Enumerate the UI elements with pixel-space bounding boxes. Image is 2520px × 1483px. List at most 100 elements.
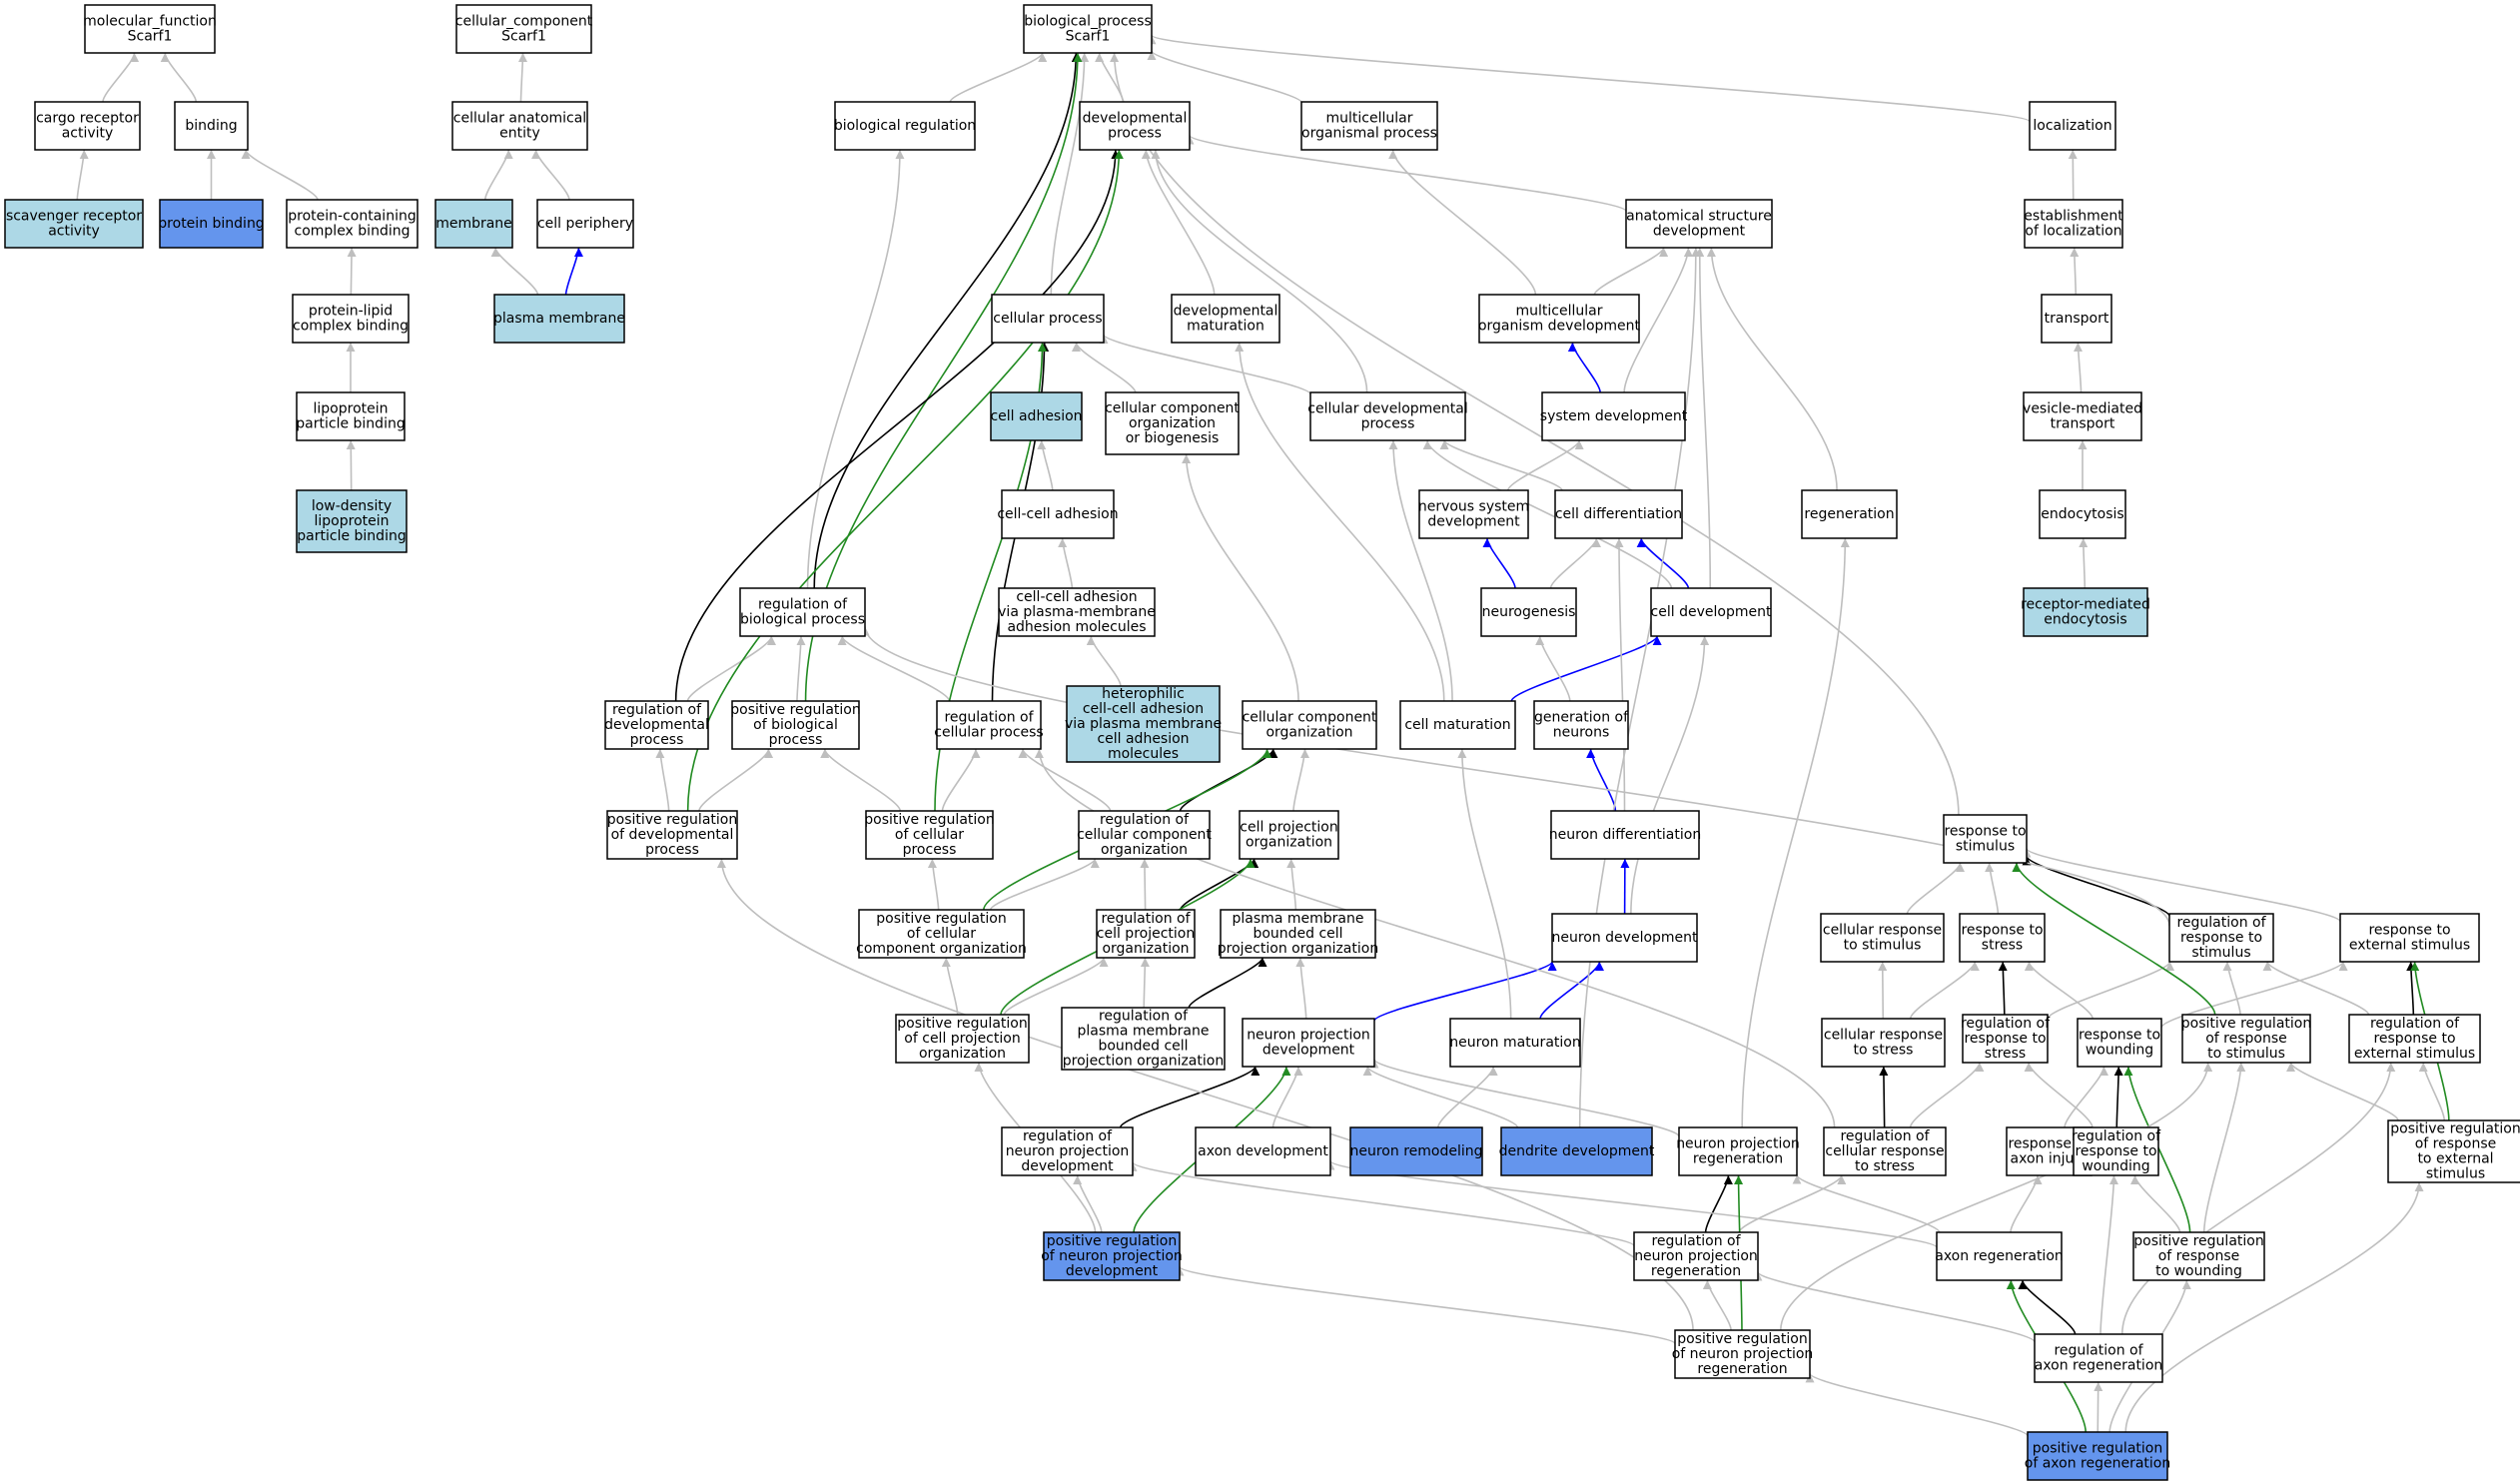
go-term-node-axonregen[interactable]: axon regeneration [1935, 1231, 2064, 1281]
node-box [1550, 810, 1700, 860]
node-box [1300, 101, 1438, 151]
node-box [1959, 913, 2046, 963]
go-term-node-neurrem[interactable]: neuron remodeling [1349, 1126, 1483, 1176]
go-term-node-protbind[interactable]: protein binding [158, 199, 265, 249]
go-term-node-bioreg[interactable]: biological regulation [834, 101, 976, 151]
go-term-node-regen[interactable]: regeneration [1801, 489, 1898, 539]
go-term-node-cellper[interactable]: cell periphery [536, 199, 634, 249]
node-label-line: of developmental [611, 827, 734, 843]
node-label-line: via plasma-membrane [998, 604, 1156, 620]
go-term-node-membrane[interactable]: membrane [434, 199, 513, 249]
edge-regrespext-to-regresp [2262, 961, 2370, 1016]
go-term-node-neurdev[interactable]: neuron development [1551, 913, 1698, 963]
go-term-node-plasmem[interactable]: plasma membrane [493, 294, 625, 344]
go-term-node-neurogenesis[interactable]: neurogenesis [1480, 587, 1577, 637]
node-label-line: endocytosis [2044, 612, 2126, 628]
go-term-node-axondev[interactable]: axon development [1195, 1126, 1331, 1176]
go-term-node-neurdiff[interactable]: neuron differentiation [1549, 810, 1701, 860]
node-box [2077, 1018, 2162, 1068]
edge-regcrs-to-regrespstress [1909, 1062, 1985, 1128]
node-label-line: generation of [1534, 710, 1629, 726]
node-label-line: process [903, 842, 957, 858]
node-label-line: establishment [2024, 209, 2123, 225]
go-term-node-localization[interactable]: localization [2029, 101, 2116, 151]
go-term-node-sysdev[interactable]: system development [1540, 391, 1688, 441]
go-term-node-celladh[interactable]: cell adhesion [990, 391, 1083, 441]
go-term-node-neurmat[interactable]: neuron maturation [1449, 1018, 1581, 1068]
go-term-node-ccadh[interactable]: cell-cell adhesion [997, 489, 1119, 539]
go-term-node-cellproc[interactable]: cellular process [991, 294, 1105, 344]
go-term-node-celldiff[interactable]: cell differentiation [1554, 489, 1683, 539]
go-term-node-celldev[interactable]: cell development [1650, 587, 1772, 637]
go-term-node-endocytosis[interactable]: endocytosis [2039, 489, 2126, 539]
go-term-node-dendev[interactable]: dendrite development [1499, 1126, 1655, 1176]
go-term-node-cellmat[interactable]: cell maturation [1399, 700, 1516, 750]
go-term-node-transport[interactable]: transport [2041, 294, 2112, 344]
go-term-node-binding[interactable]: binding [174, 101, 249, 151]
node-label-line: stimulus [1956, 839, 2015, 855]
edge-bioreg-to-bp [949, 52, 1048, 103]
